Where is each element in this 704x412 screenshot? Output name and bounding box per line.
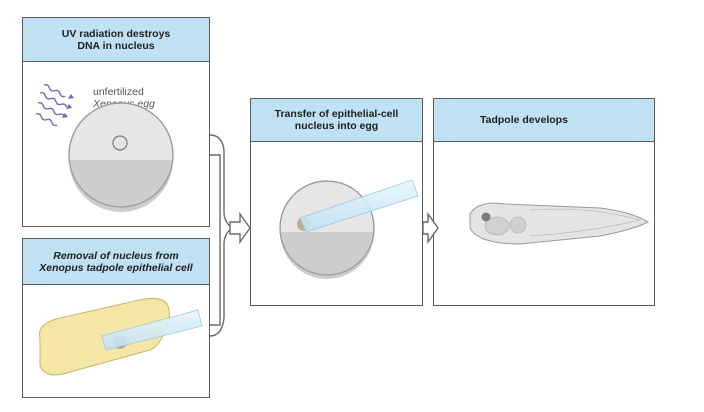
tadpole-panel-header: Tadpole develops: [434, 99, 654, 142]
uv-arrowheads: [62, 94, 74, 118]
transfer-title-line2: nucleus into egg: [294, 120, 379, 132]
connector-brackets: [209, 134, 234, 337]
egg-label-line1: unfertilized: [93, 86, 144, 98]
transfer-panel-header: Transfer of epithelial-cell nucleus into…: [251, 99, 422, 142]
removal-panel: Removal of nucleus from Xenopus tadpole …: [22, 238, 210, 398]
connector-arrow-2: [422, 211, 439, 245]
pipette-removal: [101, 309, 203, 351]
removal-title-line2: Xenopus tadpole epithelial cell: [39, 261, 193, 274]
removal-title-line1: Removal of nucleus from: [53, 249, 179, 262]
tadpole-illustration: [469, 202, 650, 245]
unfertilized-egg: [68, 102, 174, 212]
removal-panel-header: Removal of nucleus from Xenopus tadpole …: [23, 239, 209, 285]
transfer-title-line1: Transfer of epithelial-cell: [274, 108, 399, 120]
connector-arrow-1: [229, 211, 251, 245]
uv-title-line2: DNA in nucleus: [77, 39, 155, 52]
uv-radiation-icon: [35, 84, 68, 127]
egg-nucleus: [112, 135, 128, 151]
pipette-transfer: [299, 179, 419, 233]
tadpole-title: Tadpole develops: [480, 114, 568, 126]
tadpole-panel: Tadpole develops: [433, 98, 655, 306]
recipient-egg: [279, 180, 375, 279]
tadpole-eye: [481, 212, 491, 222]
uv-panel-header: UV radiation destroys DNA in nucleus: [23, 18, 209, 62]
uv-title-line1: UV radiation destroys: [61, 27, 171, 40]
